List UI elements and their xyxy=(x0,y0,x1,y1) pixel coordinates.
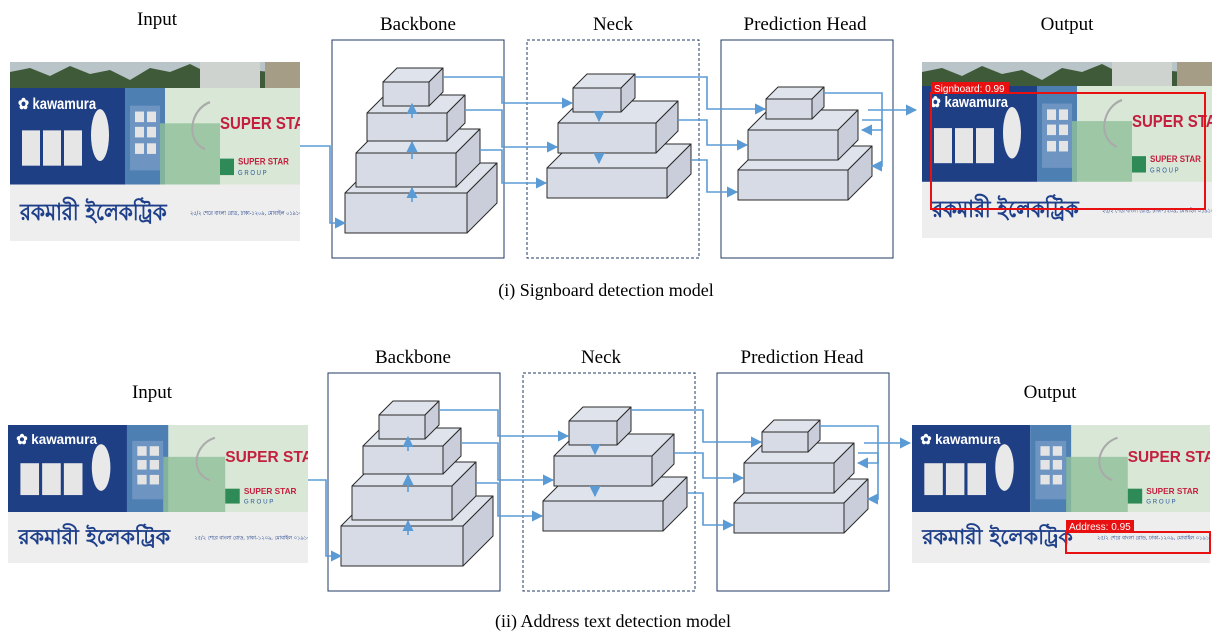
backbone-to-neck-arrow-1 xyxy=(439,409,570,442)
head-block-3 xyxy=(761,419,821,453)
backbone-to-neck-arrow-2 xyxy=(466,109,559,153)
neck-to-head-arrow-1 xyxy=(635,76,767,115)
input-to-backbone-arrow xyxy=(308,479,343,562)
output-label: Output xyxy=(1024,382,1078,403)
backbone-to-neck-arrow-3 xyxy=(480,149,548,189)
panel-signboard-detection: Input Backbone Neck Prediction Head Outp… xyxy=(10,9,1213,301)
neck-to-head-arrow-2 xyxy=(678,119,749,151)
neck-block-3 xyxy=(572,73,636,113)
neck-block-1 xyxy=(542,476,688,532)
panel-address-detection: Input Backbone Neck Prediction Head Outp… xyxy=(8,347,1211,632)
caption-address: (ii) Address text detection model xyxy=(495,611,731,632)
signboard-bbox xyxy=(930,92,1206,210)
input-label: Input xyxy=(137,9,178,30)
address-score-tag xyxy=(1066,520,1134,532)
feature-blocks xyxy=(340,400,869,567)
neck-to-head-arrow-2 xyxy=(674,452,745,484)
neck-frame xyxy=(522,372,696,592)
head-merge-arrow-2 xyxy=(862,119,883,172)
neck-to-head-arrow-3 xyxy=(687,492,735,531)
backbone-block-4 xyxy=(378,400,440,440)
neck-block-3 xyxy=(568,406,632,446)
prediction-head-frame xyxy=(716,372,890,592)
signboard-score-tag xyxy=(931,82,1009,94)
input-to-backbone-arrow xyxy=(300,145,347,229)
output-image: Address: 0.95 xyxy=(912,425,1211,563)
neck-to-head-arrow-3 xyxy=(691,159,739,198)
address-score-label: Address: 0.95 xyxy=(1069,522,1131,533)
feature-blocks xyxy=(344,67,873,234)
input-label: Input xyxy=(132,382,173,403)
head-block-3 xyxy=(765,86,825,120)
neck-label: Neck xyxy=(581,347,622,368)
flow-arrows xyxy=(300,76,918,229)
input-image xyxy=(8,425,332,563)
backbone-frame xyxy=(331,39,505,259)
signboard-score-label: Signboard: 0.99 xyxy=(934,84,1005,95)
backbone-to-neck-arrow-2 xyxy=(462,442,555,486)
backbone-frame xyxy=(327,372,501,592)
neck-to-head-arrow-1 xyxy=(631,409,763,448)
input-image xyxy=(10,62,324,241)
backbone-block-4 xyxy=(382,67,444,107)
backbone-to-neck-arrow-3 xyxy=(476,482,544,522)
backbone-label: Backbone xyxy=(375,347,451,368)
neck-frame xyxy=(526,39,700,259)
output-label: Output xyxy=(1041,14,1095,35)
backbone-label: Backbone xyxy=(380,14,456,35)
output-image: Signboard: 0.99 xyxy=(922,62,1213,238)
prediction-head-label: Prediction Head xyxy=(741,347,864,368)
head-merge-arrow-1 xyxy=(820,425,879,469)
prediction-head-label: Prediction Head xyxy=(744,14,867,35)
prediction-head-frame xyxy=(720,39,894,259)
backbone-to-neck-arrow-1 xyxy=(443,76,574,109)
head-block-2 xyxy=(747,109,859,161)
caption-signboard: (i) Signboard detection model xyxy=(498,280,713,301)
flow-arrows xyxy=(308,409,912,562)
head-merge-arrow-2 xyxy=(858,452,879,505)
address-bbox xyxy=(1065,531,1211,554)
head-merge-arrow-1 xyxy=(824,92,883,136)
neck-label: Neck xyxy=(593,14,634,35)
